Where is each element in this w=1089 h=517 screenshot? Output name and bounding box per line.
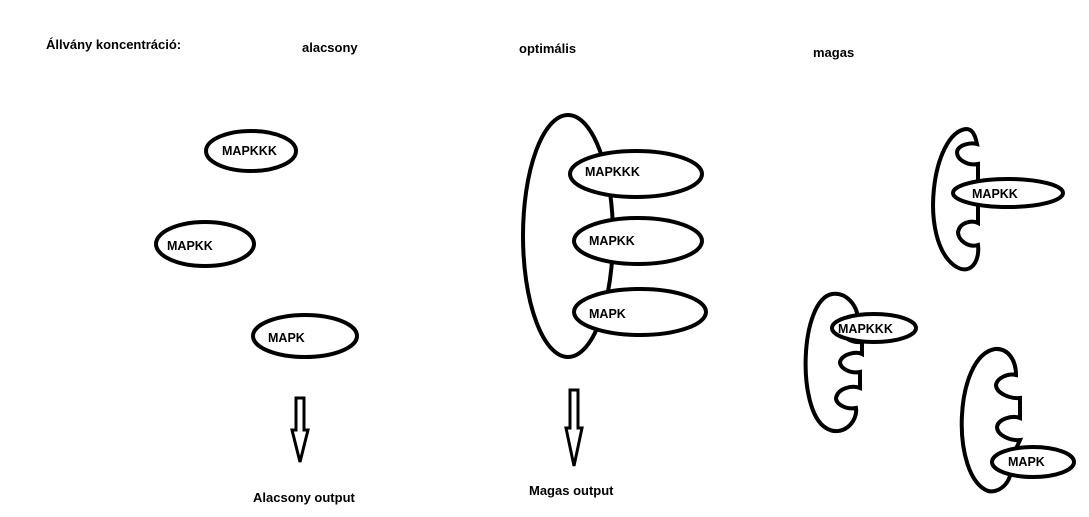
optimal-down-arrow — [564, 388, 584, 467]
column-low-label: alacsony — [302, 40, 358, 55]
low-output-label: Alacsony output — [253, 490, 356, 505]
high-mapkkk-label: MAPKKK — [838, 322, 893, 336]
high-mapk-node: MAPK — [990, 445, 1076, 479]
low-mapkk-label: MAPKK — [167, 239, 213, 253]
optimal-mapkkk-node: MAPKKK — [568, 149, 704, 199]
low-mapkk-node: MAPKK — [154, 220, 256, 268]
high-mapkk-label: MAPKK — [972, 187, 1018, 201]
concentration-label: Állvány koncentráció: — [46, 37, 181, 52]
high-column: MAPKK MAPKKK MAPK — [803, 126, 1076, 494]
high-mapkk-node: MAPKK — [951, 177, 1065, 209]
column-high-label: magas — [813, 45, 854, 60]
optimal-output-label: Magas output — [529, 483, 614, 498]
low-mapk-label: MAPK — [268, 331, 305, 345]
optimal-column: MAPKKK MAPKK MAPK Magas output — [521, 113, 708, 498]
high-mapkkk-node: MAPKKK — [830, 312, 918, 344]
low-mapkkk-node: MAPKKK — [204, 129, 298, 173]
high-mapk-label: MAPK — [1008, 455, 1045, 469]
optimal-mapkkk-label: MAPKKK — [585, 165, 640, 179]
low-mapk-node: MAPK — [251, 313, 359, 359]
low-mapkkk-label: MAPKKK — [222, 144, 277, 158]
optimal-mapk-label: MAPK — [589, 307, 626, 321]
optimal-mapkk-label: MAPKK — [589, 234, 635, 248]
optimal-mapk-node: MAPK — [572, 287, 708, 337]
low-down-arrow — [290, 396, 310, 463]
optimal-mapkk-node: MAPKK — [572, 216, 704, 266]
column-optimal-label: optimális — [519, 41, 576, 56]
low-column: MAPKKK MAPKK MAPK Alacsony output — [154, 129, 359, 505]
